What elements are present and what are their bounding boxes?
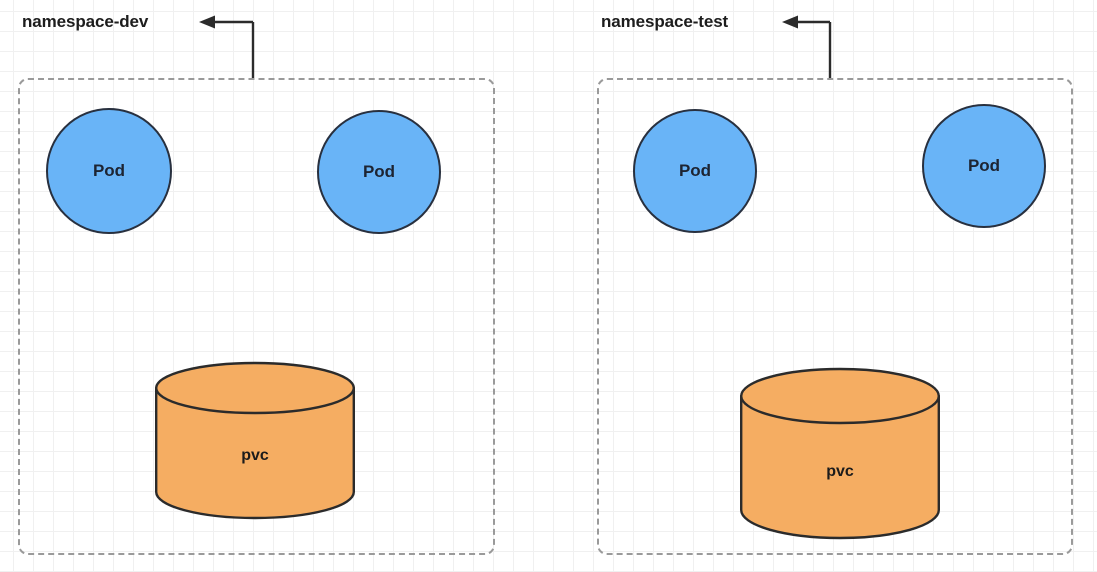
pod-dev-2[interactable]: Pod <box>317 110 441 234</box>
pvc-cylinder-dev[interactable]: pvc <box>154 361 356 520</box>
pod-dev-1[interactable]: Pod <box>46 108 172 234</box>
namespace-title-test: namespace-test <box>601 12 729 31</box>
namespace-group-test[interactable] <box>597 78 1073 555</box>
connector-arrow-test <box>782 15 832 78</box>
pvc-label: pvc <box>826 463 854 480</box>
namespace-title-dev: namespace-dev <box>22 12 149 31</box>
pvc-cylinder-test[interactable]: pvc <box>739 367 941 540</box>
pod-label: Pod <box>362 162 396 181</box>
pvc-label: pvc <box>241 447 269 464</box>
connector-arrow-dev <box>199 15 255 78</box>
pod-label: Pod <box>678 161 712 180</box>
pod-label: Pod <box>967 156 1001 175</box>
pod-label: Pod <box>92 161 126 180</box>
pod-test-1[interactable]: Pod <box>633 109 757 233</box>
pod-test-2[interactable]: Pod <box>922 104 1046 228</box>
namespace-group-dev[interactable] <box>18 78 495 555</box>
